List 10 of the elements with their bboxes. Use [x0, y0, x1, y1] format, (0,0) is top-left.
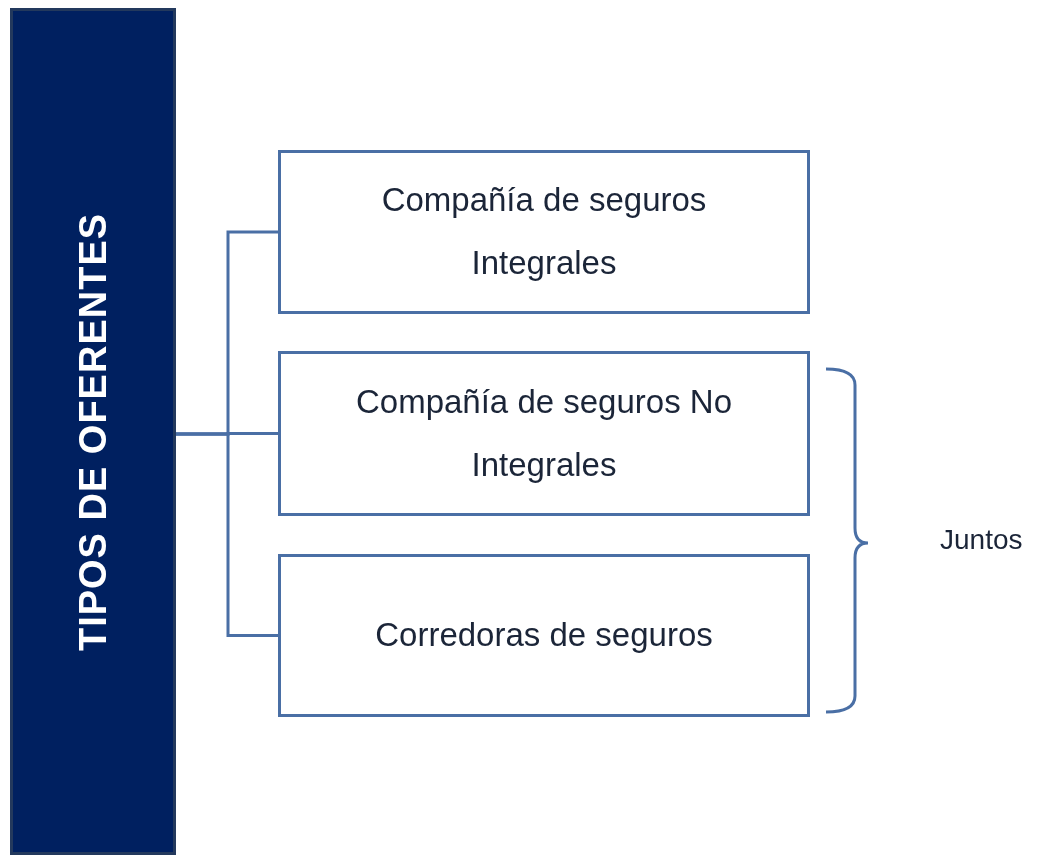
title-bar: [10, 8, 176, 855]
category-box: [278, 150, 810, 314]
connector-line: [176, 432, 278, 637]
category-label: Compañía de seguros No Integrales: [354, 381, 734, 485]
category-box: [278, 554, 810, 717]
category-label: Compañía de seguros Integrales: [380, 180, 708, 283]
vertical-title: TIPOS DE OFERENTES: [71, 212, 115, 651]
category-box: [278, 351, 810, 516]
group-label: Juntos: [940, 524, 1023, 556]
category-label: Corredoras de seguros: [375, 615, 713, 656]
